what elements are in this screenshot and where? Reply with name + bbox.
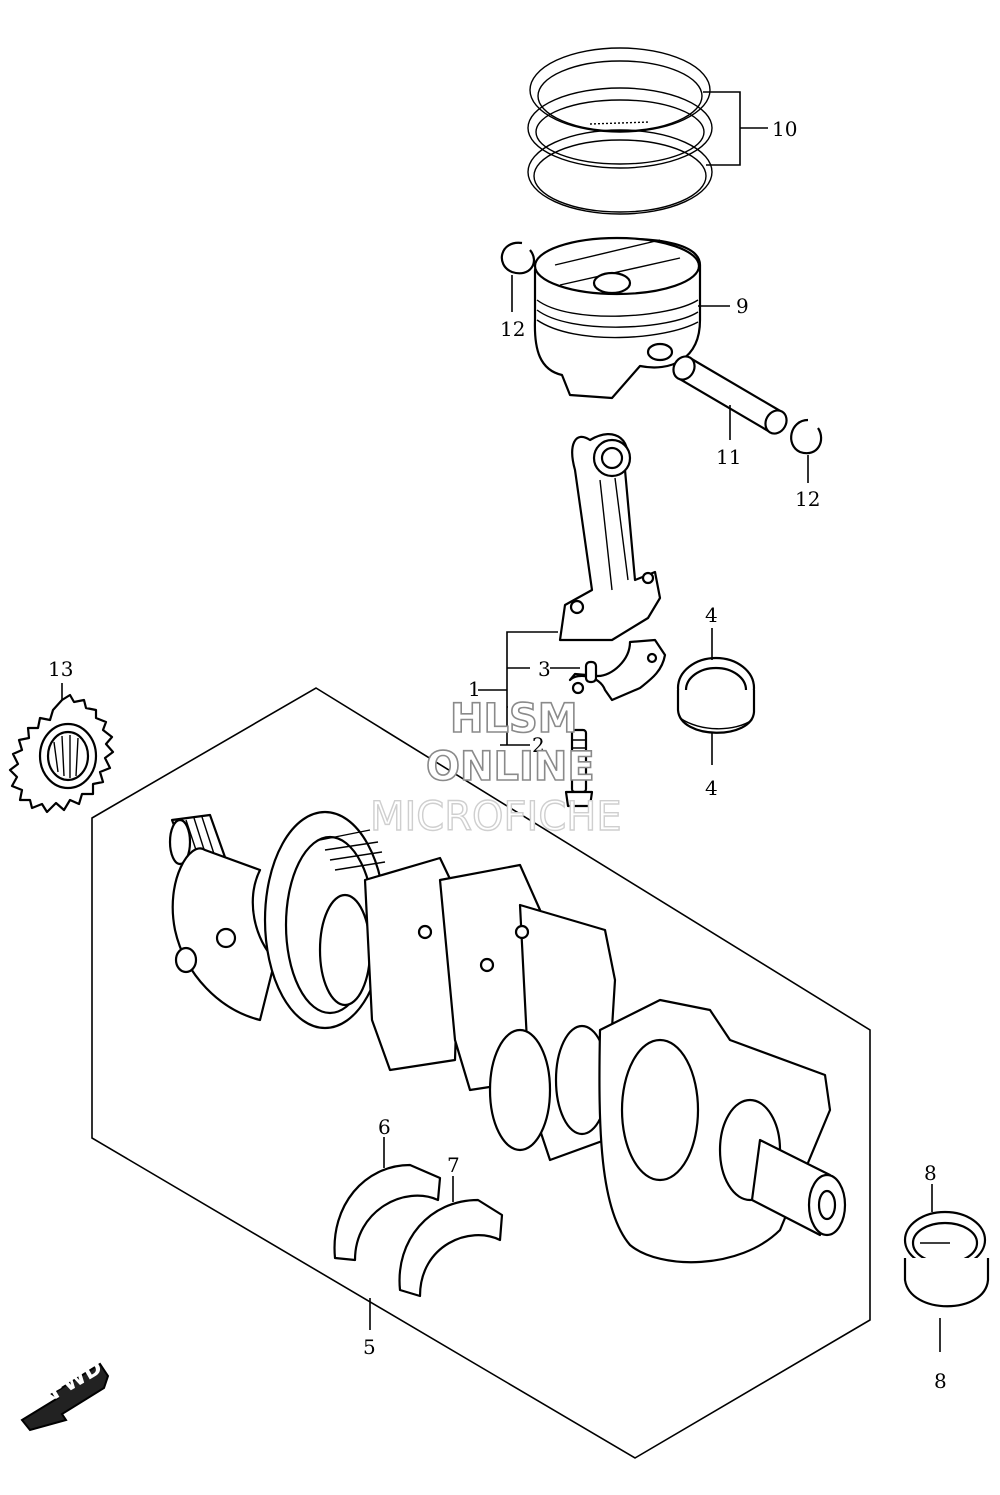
piston[interactable] [533, 236, 702, 400]
callout-5: 5 [363, 1335, 376, 1359]
callout-4b: 4 [705, 776, 718, 800]
callout-8a: 8 [924, 1161, 937, 1185]
callout-13: 13 [48, 657, 73, 681]
conrod-bearing[interactable] [676, 656, 756, 734]
crankshaft[interactable] [168, 810, 847, 1264]
connecting-rod[interactable] [558, 433, 667, 702]
callout-3: 3 [538, 657, 551, 681]
leader-10 [703, 91, 768, 166]
thrust-bearing-a[interactable] [333, 1163, 442, 1262]
callout-12b: 12 [795, 487, 820, 511]
thrust-bearing-b[interactable] [398, 1198, 504, 1298]
callout-2: 2 [532, 733, 545, 757]
callout-10: 10 [772, 117, 797, 141]
circlip-left[interactable] [500, 241, 536, 275]
crankshaft-assembly-box [91, 687, 871, 1459]
watermark-line-1: HLSM [450, 696, 578, 742]
circlip-right[interactable] [790, 418, 823, 455]
fwd-direction-badge: FWD [20, 1355, 110, 1432]
callout-12a: 12 [500, 317, 525, 341]
callout-11: 11 [716, 445, 741, 469]
callout-1: 1 [468, 677, 481, 701]
rod-bolt[interactable] [564, 728, 594, 808]
piston-rings[interactable] [527, 47, 713, 215]
leader-1-2-3 [478, 631, 580, 746]
dowel-pin[interactable] [584, 660, 598, 684]
callout-4a: 4 [705, 603, 718, 627]
callout-8b: 8 [934, 1369, 947, 1393]
callout-7: 7 [447, 1153, 460, 1177]
callout-6: 6 [378, 1115, 391, 1139]
callout-9: 9 [736, 294, 749, 318]
piston-pin[interactable] [669, 353, 790, 438]
crank-gear[interactable] [8, 693, 115, 814]
watermark-line-2: ONLINE [426, 744, 595, 790]
watermark-line-3: MICROFICHE [370, 794, 622, 840]
watermark: HLSM ONLINE MICROFICHE [369, 695, 622, 841]
main-bearing[interactable] [903, 1210, 990, 1308]
